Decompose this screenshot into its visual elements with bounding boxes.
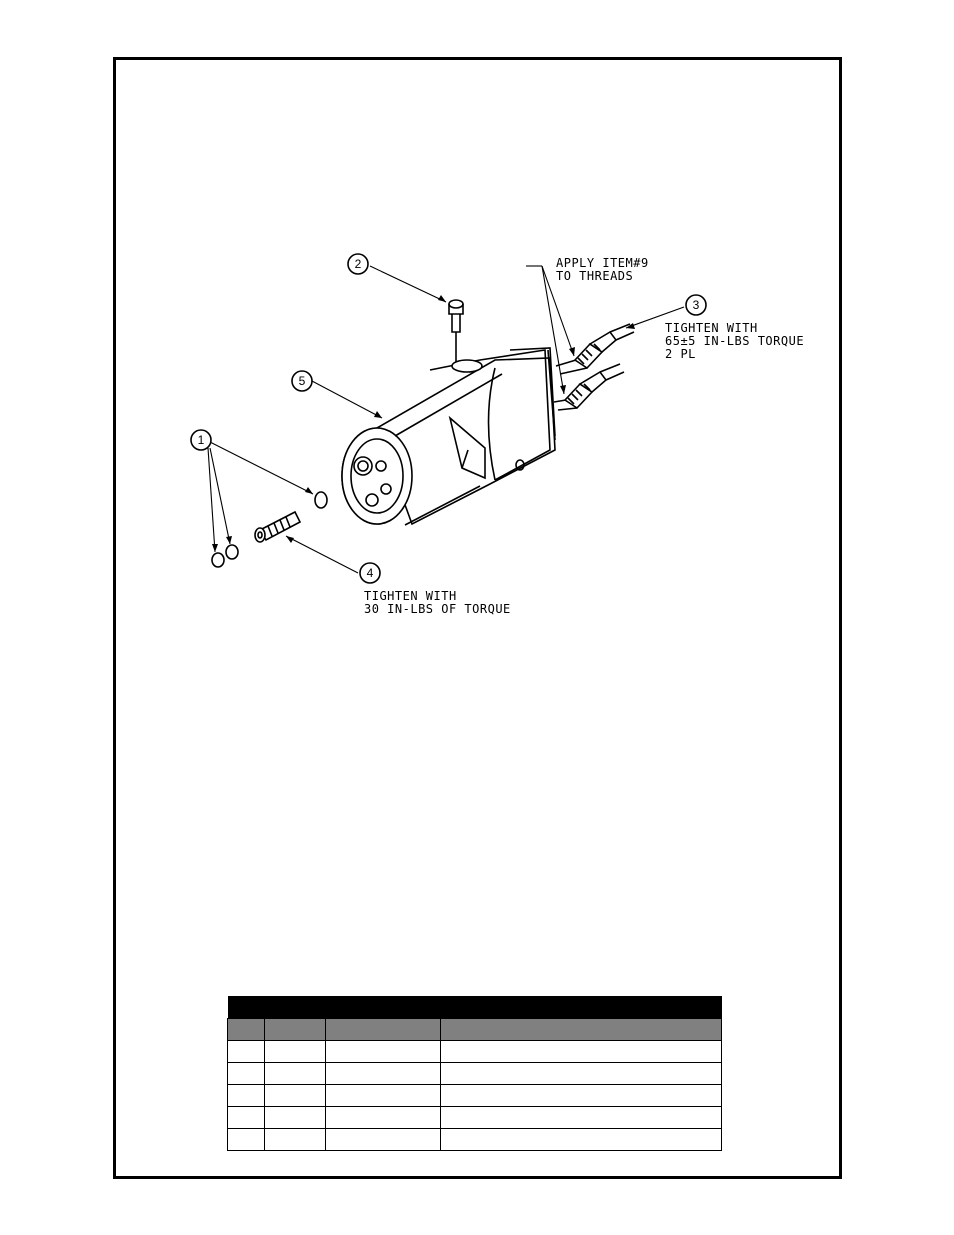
callout-number: 5 (299, 374, 306, 388)
o-ring (225, 544, 239, 560)
callout-number: 3 (693, 298, 700, 312)
table-header-row (227, 1018, 722, 1041)
table-row (227, 1128, 722, 1151)
note-tighten-fittings-line-2: 65±5 IN-LBS TORQUE (665, 334, 804, 348)
fitting-upper (555, 323, 635, 375)
screw-part (448, 299, 464, 362)
fitting-lower (553, 363, 625, 411)
main-body-part (341, 347, 556, 526)
callout-circle-3 (685, 294, 707, 316)
callout-circle-1 (190, 429, 212, 451)
exploded-assembly-drawing: 2 5 1 4 3 APPLY ITEM#9 TO THREADS TIGHTE… (150, 240, 830, 630)
header-cell (325, 1018, 441, 1041)
callout-number: 2 (355, 257, 362, 271)
callout-number: 1 (198, 433, 205, 447)
parts-list-table (227, 996, 722, 1151)
page-border (113, 57, 842, 1179)
callout-number: 4 (367, 566, 374, 580)
note-apply-line-2: TO THREADS (556, 269, 633, 283)
note-tighten-plug-line-1: TIGHTEN WITH (364, 589, 457, 603)
table-row (227, 1040, 722, 1063)
o-ring (211, 552, 225, 568)
note-tighten-fittings-line-3: 2 PL (665, 347, 696, 361)
table-title-bar (227, 996, 722, 1019)
callout-circle-2 (347, 253, 369, 275)
note-apply-line-1: APPLY ITEM#9 (556, 256, 649, 270)
o-ring (314, 491, 328, 509)
note-tighten-fittings-line-1: TIGHTEN WITH (665, 321, 758, 335)
header-cell (440, 1018, 722, 1041)
note-tighten-plug-line-2: 30 IN-LBS OF TORQUE (364, 602, 511, 616)
table-row (227, 1084, 722, 1107)
table-row (227, 1062, 722, 1085)
threaded-plug-part (254, 510, 302, 543)
callout-circle-4 (359, 562, 381, 584)
header-cell (264, 1018, 326, 1041)
table-row (227, 1106, 722, 1129)
header-cell (227, 1018, 265, 1041)
callout-circle-5 (291, 370, 313, 392)
